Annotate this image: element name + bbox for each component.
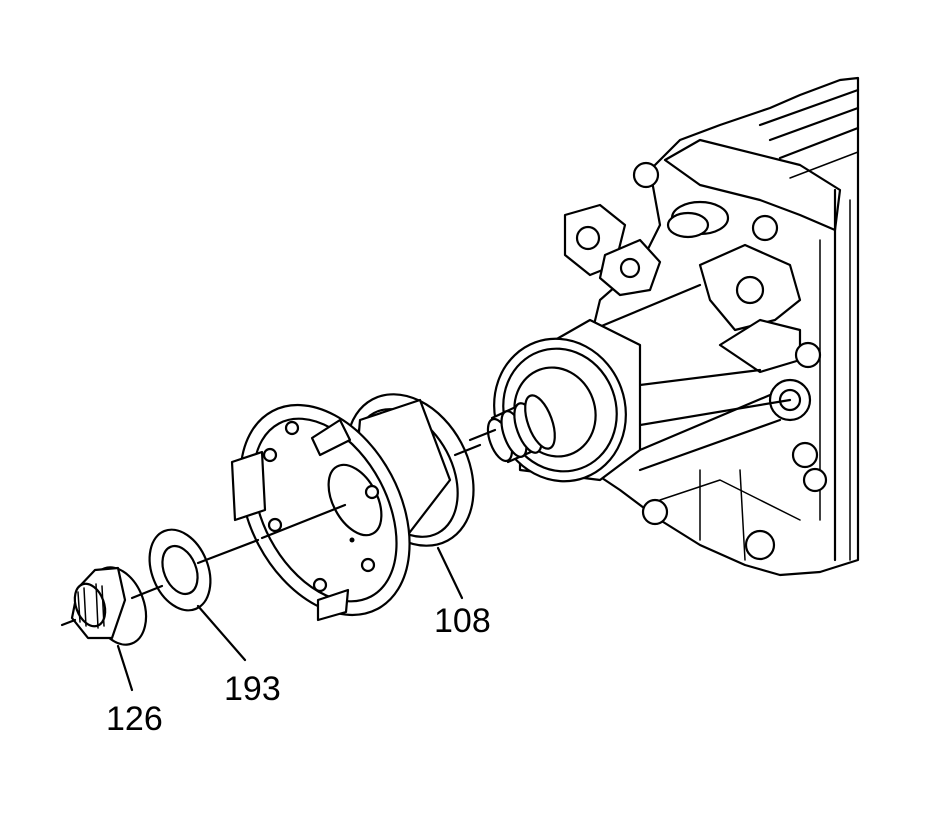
flange-108 [230,393,475,622]
assembly-axis-line [60,443,482,627]
leader-126 [116,644,134,692]
callout-193: 193 [224,670,281,708]
leader-lines [116,546,464,692]
leader-193 [196,604,247,662]
nut-126 [70,566,148,646]
callout-108: 108 [434,602,491,640]
callout-126: 126 [106,700,163,738]
output-shaft [468,394,556,464]
washer-193 [148,528,212,612]
leader-108 [436,546,464,600]
